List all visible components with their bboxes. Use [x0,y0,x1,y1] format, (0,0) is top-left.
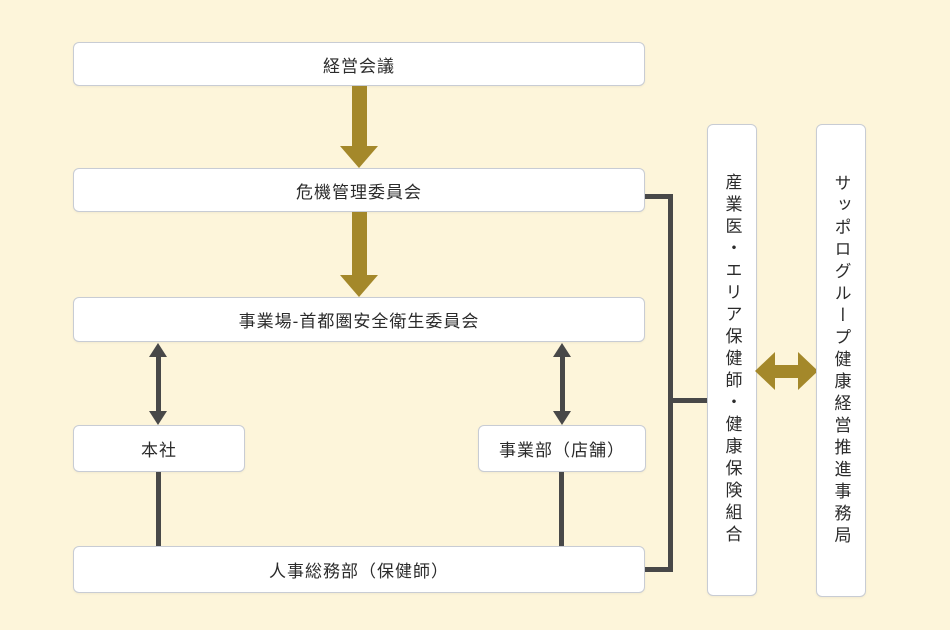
node-management-meeting: 経営会議 [73,42,645,86]
down-arrow-head [149,411,167,425]
down-arrow-icon [340,212,378,297]
node-occupational-health-group-label: 産業医・エリア保健師・健康保険組合 [722,173,742,547]
down-arrow-head [553,411,571,425]
node-sapporo-group-office: サッポログループ健康経営推進事務局 [816,124,866,597]
down-arrow-shaft [351,86,367,146]
node-crisis-management-committee-label: 危機管理委員会 [296,182,422,202]
connector-hr-to-bracket [645,567,673,572]
left-right-arrow-icon [755,352,818,390]
down-arrow-icon [340,86,378,168]
down-arrow-head [340,275,378,297]
up-down-arrow-icon [553,343,571,425]
node-management-meeting-label: 経営会議 [323,56,395,76]
connector-business-division-to-hr [559,472,564,546]
connector-crisis-to-bracket [645,194,673,199]
down-arrow-shaft [351,212,367,275]
up-arrow-head [149,343,167,357]
node-hr-general-affairs: 人事総務部（保健師） [73,546,645,593]
up-arrow-head [553,343,571,357]
node-sapporo-group-office-label: サッポログループ健康経営推進事務局 [831,173,851,548]
connector-head-office-to-hr [156,472,161,546]
up-down-arrow-icon [149,343,167,425]
node-head-office-label: 本社 [141,441,177,460]
node-worksite-safety-committee-label: 事業場-首都圏安全衛生委員会 [238,312,480,331]
up-down-arrow-shaft [559,357,565,411]
right-arrow-head [798,352,818,390]
left-arrow-head [755,352,775,390]
node-business-division-label: 事業部（店舗） [499,441,625,460]
node-worksite-safety-committee: 事業場-首都圏安全衛生委員会 [73,297,645,342]
connector-bracket-to-occupational-health [668,398,707,403]
down-arrow-head [340,146,378,168]
node-crisis-management-committee: 危機管理委員会 [73,168,645,212]
node-head-office: 本社 [73,425,245,472]
node-hr-general-affairs-label: 人事総務部（保健師） [269,562,449,581]
node-occupational-health-group: 産業医・エリア保健師・健康保険組合 [707,124,757,596]
left-right-arrow-shaft [775,364,798,378]
up-down-arrow-shaft [155,357,161,411]
connector-bracket-vertical [668,194,673,572]
node-business-division: 事業部（店舗） [478,425,646,472]
